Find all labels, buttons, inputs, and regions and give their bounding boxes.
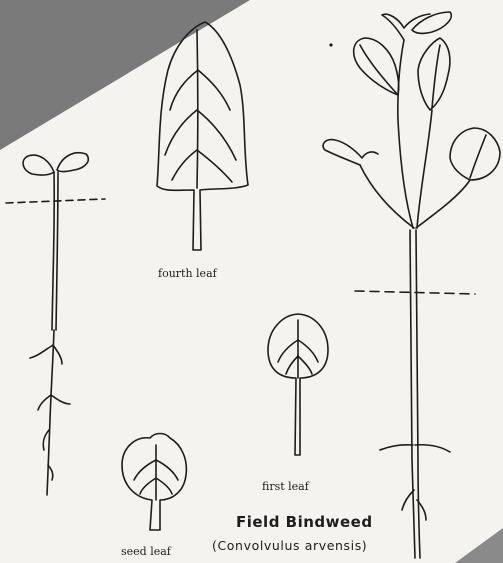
soil-line-right bbox=[355, 291, 475, 294]
corner-band-top-left bbox=[0, 0, 250, 150]
fourth-leaf-label: fourth leaf bbox=[158, 267, 217, 280]
figure-subtitle: (Convolvulus arvensis) bbox=[212, 538, 367, 553]
mature-plant bbox=[323, 12, 500, 558]
seed-leaf-drawing bbox=[122, 434, 186, 531]
fourth-leaf-drawing bbox=[157, 22, 248, 250]
corner-band-bottom-right bbox=[455, 528, 503, 563]
figure-title: Field Bindweed bbox=[236, 513, 373, 531]
seed-leaf-label: seed leaf bbox=[121, 545, 171, 558]
first-leaf-label: first leaf bbox=[262, 480, 309, 493]
soil-line-left bbox=[6, 199, 105, 203]
left-seedling bbox=[23, 153, 88, 495]
first-leaf-drawing bbox=[268, 314, 328, 455]
ink-dot bbox=[329, 43, 332, 46]
